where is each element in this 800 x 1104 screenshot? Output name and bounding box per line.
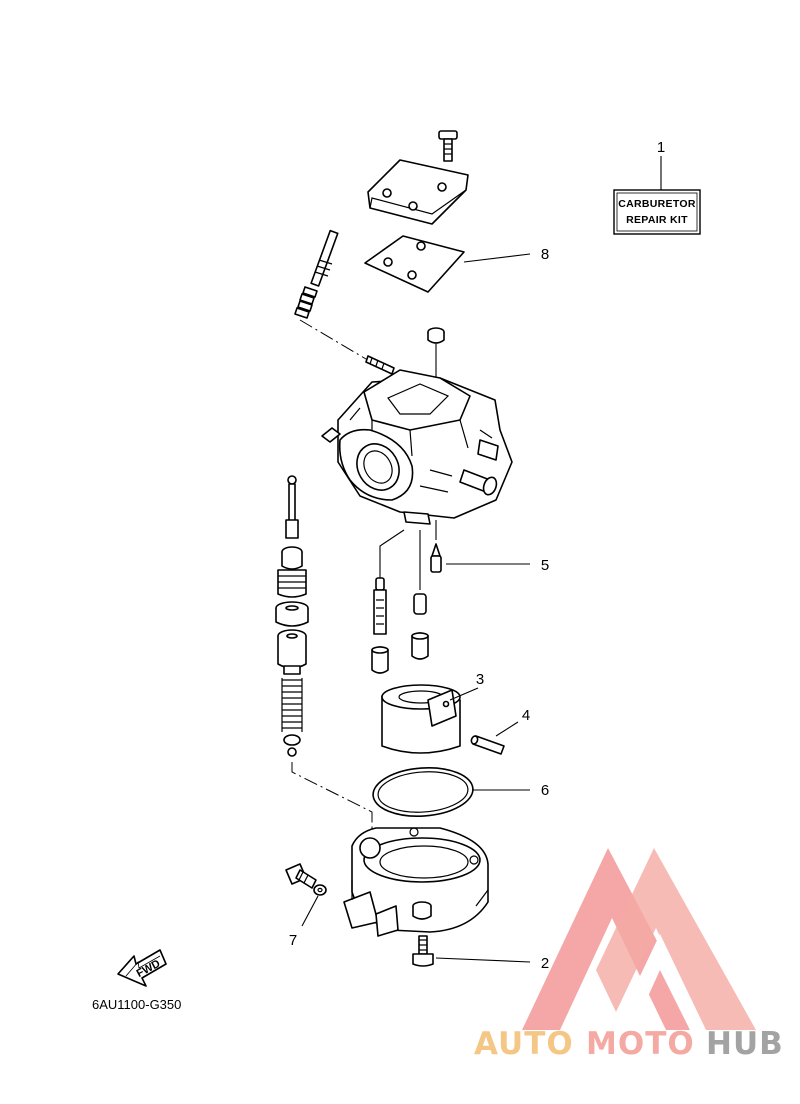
bottom-screw: [412, 935, 531, 967]
repair-kit-label: CARBURETOR REPAIR KIT: [613, 189, 701, 235]
watermark-moto: MOTO: [586, 1026, 695, 1062]
callout-4: 4: [522, 707, 530, 724]
leader-8: [463, 253, 531, 263]
float-pin: [470, 721, 519, 755]
pilot-screw-assembly: [294, 229, 389, 373]
fwd-arrow-icon: FWD: [117, 949, 167, 987]
callout-1: 1: [657, 139, 665, 156]
repair-kit-line2: REPAIR KIT: [626, 214, 688, 226]
float: [381, 684, 479, 754]
emulsion-tube-assembly: [371, 529, 405, 674]
drain-screw: [285, 863, 327, 927]
top-screw: [438, 130, 458, 162]
callout-6: 6: [541, 782, 549, 799]
callout-2: 2: [541, 955, 549, 972]
callout-8: 8: [541, 246, 549, 263]
float-chamber-gasket: [372, 767, 530, 817]
repair-kit-line1: CARBURETOR: [618, 198, 696, 210]
diagram-code: 6AU1100-G350: [92, 997, 181, 1012]
cover-plate: [367, 159, 469, 225]
top-plug: [427, 327, 445, 398]
watermark-triangle-icon: [522, 848, 756, 1030]
main-jet-assembly: [411, 530, 429, 660]
watermark-hub: HUB: [706, 1026, 784, 1062]
cover-gasket: [364, 235, 465, 293]
callout-7: 7: [289, 932, 297, 949]
watermark-logo: AUTO MOTO HUB: [474, 848, 784, 1062]
needle-valve: [430, 520, 530, 573]
watermark-auto: AUTO: [474, 1026, 574, 1062]
plunger-assembly: [275, 475, 373, 842]
callout-3: 3: [476, 671, 484, 688]
carburetor-body: [321, 369, 513, 525]
small-needle: [365, 355, 395, 375]
callout-5: 5: [541, 557, 549, 574]
float-chamber: [343, 827, 489, 937]
fwd-label: FWD: [135, 958, 163, 980]
